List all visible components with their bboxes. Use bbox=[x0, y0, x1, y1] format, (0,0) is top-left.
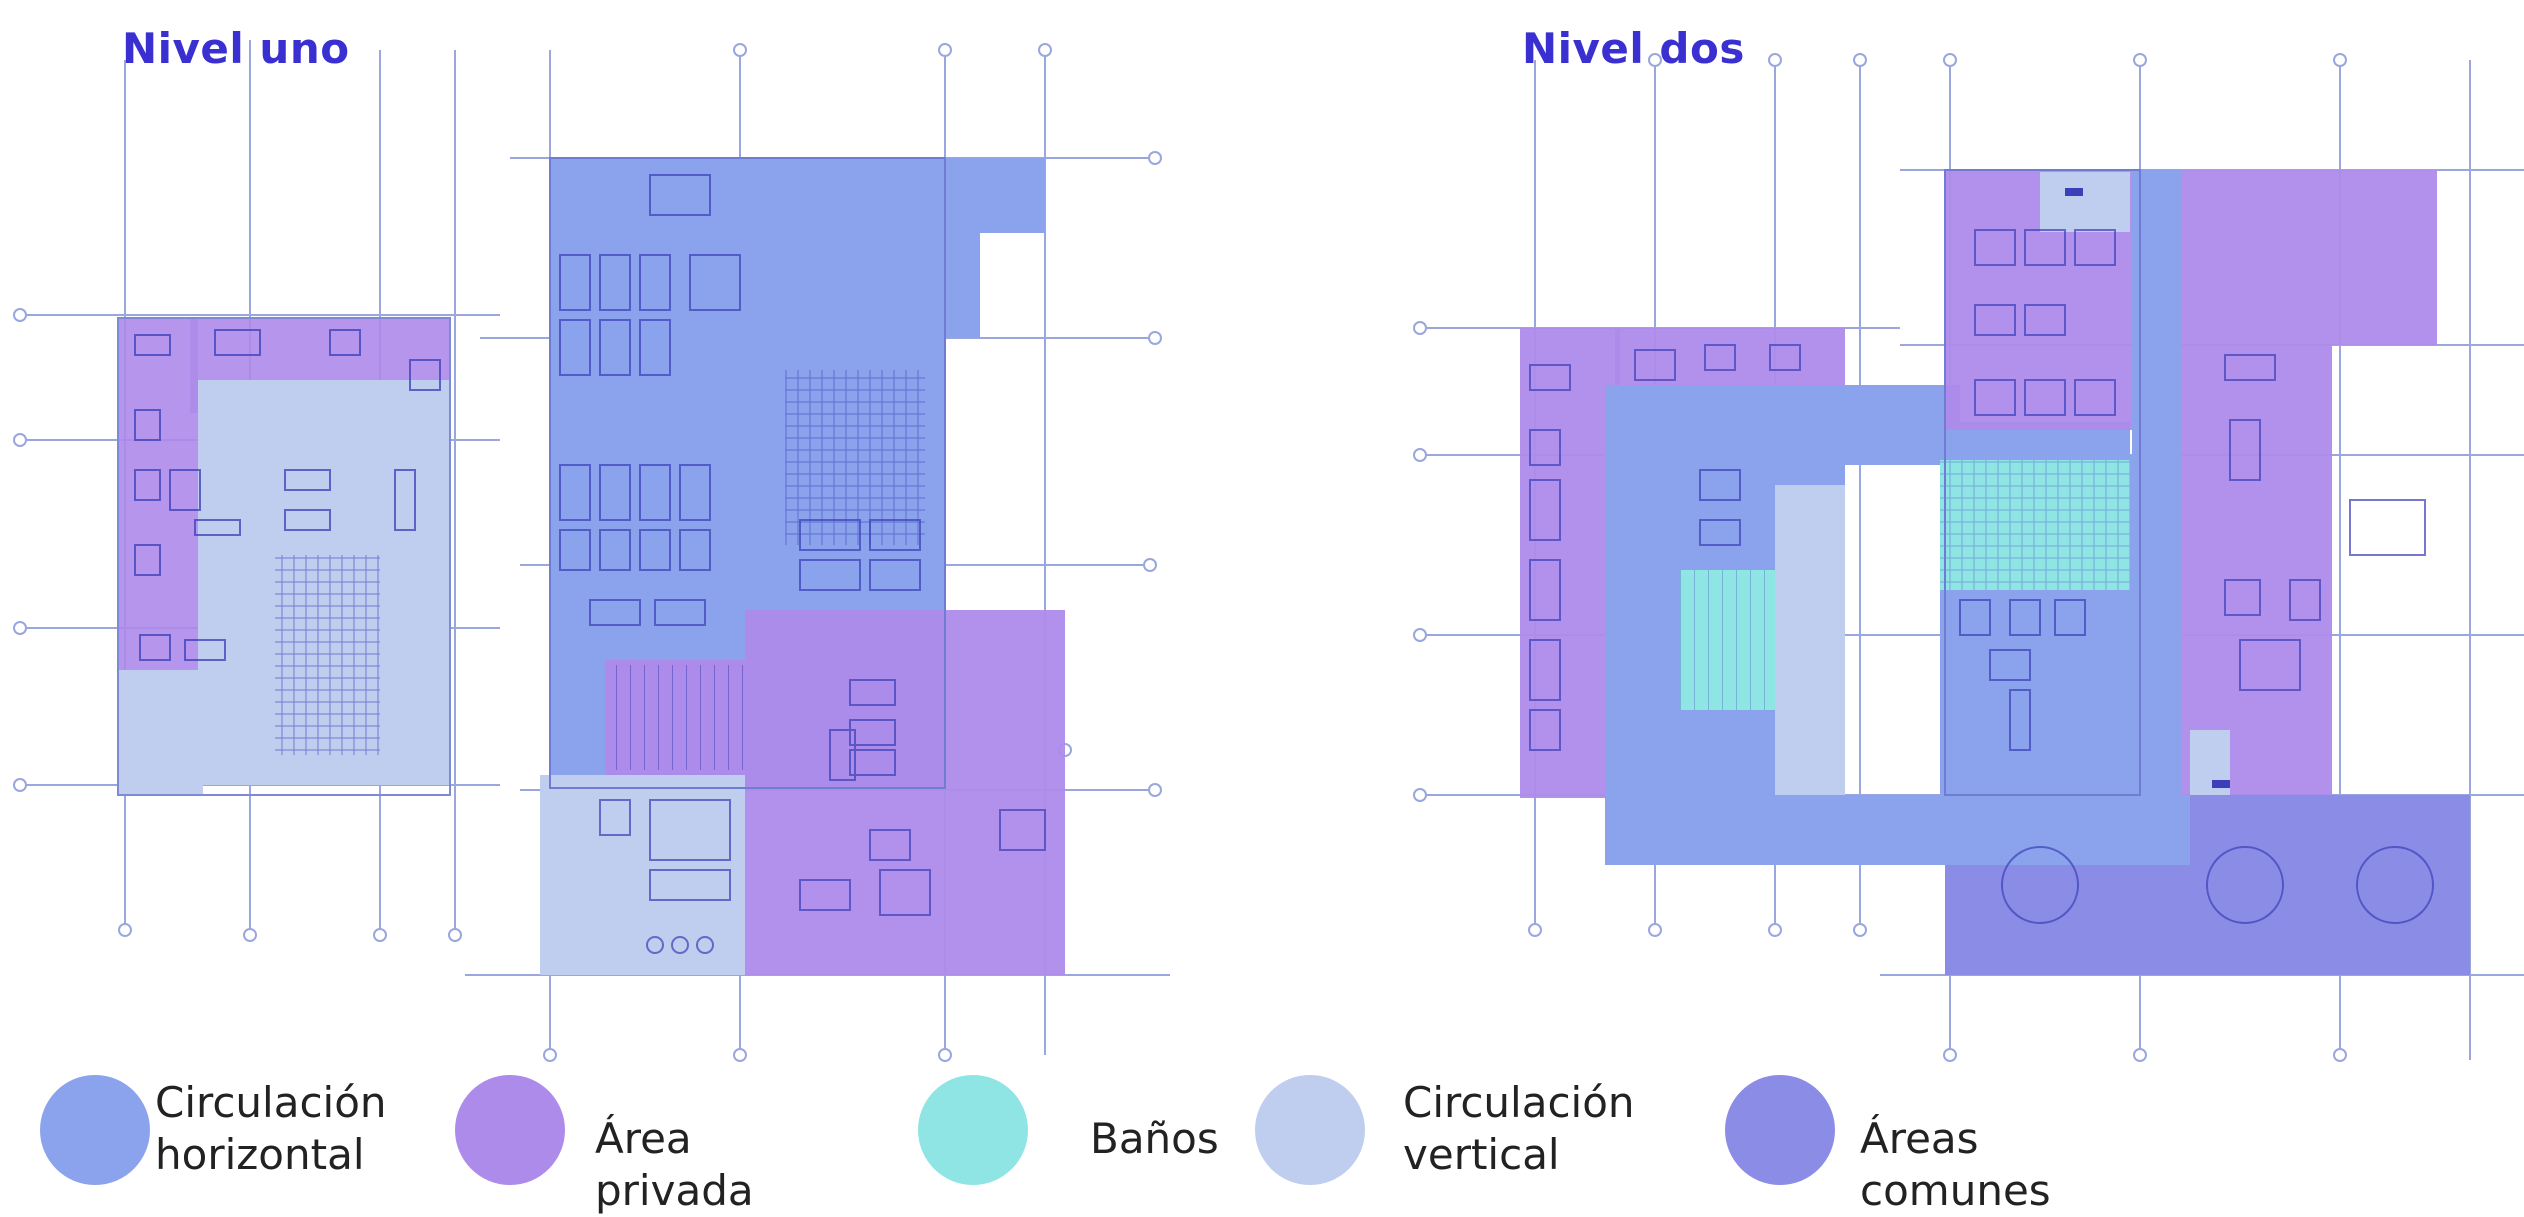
l1-hatch-2 bbox=[785, 370, 925, 545]
l2-horizontal-se bbox=[1945, 795, 2190, 865]
l1-vertical-sw bbox=[540, 775, 745, 975]
legend-label: Circulación vertical bbox=[1403, 1078, 1635, 1179]
legend-swatch bbox=[455, 1075, 565, 1185]
l2-private-east bbox=[2182, 345, 2332, 795]
legend-swatch bbox=[40, 1075, 150, 1185]
legend-label: Circulación horizontal bbox=[155, 1078, 387, 1179]
level-two-grid-markers bbox=[1413, 53, 2347, 1062]
l2-vertical-center bbox=[1775, 485, 1845, 795]
legend-label: Área privada bbox=[595, 1114, 754, 1215]
l2-vertical-ne bbox=[2040, 172, 2130, 232]
l1-private-west bbox=[118, 318, 198, 673]
level-two-plan bbox=[1413, 53, 2524, 1062]
l2-private-west bbox=[1520, 328, 1620, 798]
level-one-grid-markers bbox=[13, 43, 1162, 1062]
level-two-title: Nivel dos bbox=[1522, 24, 1745, 73]
legend-swatch bbox=[918, 1075, 1028, 1185]
l1-west-fixtures bbox=[134, 329, 441, 661]
legend-swatch bbox=[1255, 1075, 1365, 1185]
legend-label: Áreas comunes bbox=[1860, 1114, 2051, 1215]
level-one-title: Nivel uno bbox=[122, 24, 350, 73]
l2-fixtures bbox=[1529, 229, 2434, 924]
l1-east-fixtures bbox=[559, 174, 1046, 954]
l2-accent-marks bbox=[2065, 188, 2230, 788]
legend-swatch bbox=[1725, 1075, 1835, 1185]
l1-hatch-room bbox=[275, 555, 380, 755]
l2-vertical-se bbox=[2190, 730, 2230, 800]
l2-private-ne bbox=[2182, 170, 2437, 345]
l1-private-south bbox=[745, 610, 1065, 975]
legend-label: Baños bbox=[1090, 1114, 1219, 1163]
l2-hatch-baths-east bbox=[1940, 460, 2130, 590]
l1-vertical-south bbox=[118, 670, 203, 795]
floor-plan-diagram: Nivel uno Nivel dos Circulación horizont… bbox=[13, 24, 2524, 1215]
level-one-plan bbox=[13, 40, 1170, 1062]
l2-hatch-baths-west bbox=[1680, 570, 1775, 710]
l1-horizontal-east bbox=[785, 158, 980, 338]
floor-plans bbox=[13, 40, 2524, 1062]
l1-hatch-1 bbox=[605, 665, 745, 770]
